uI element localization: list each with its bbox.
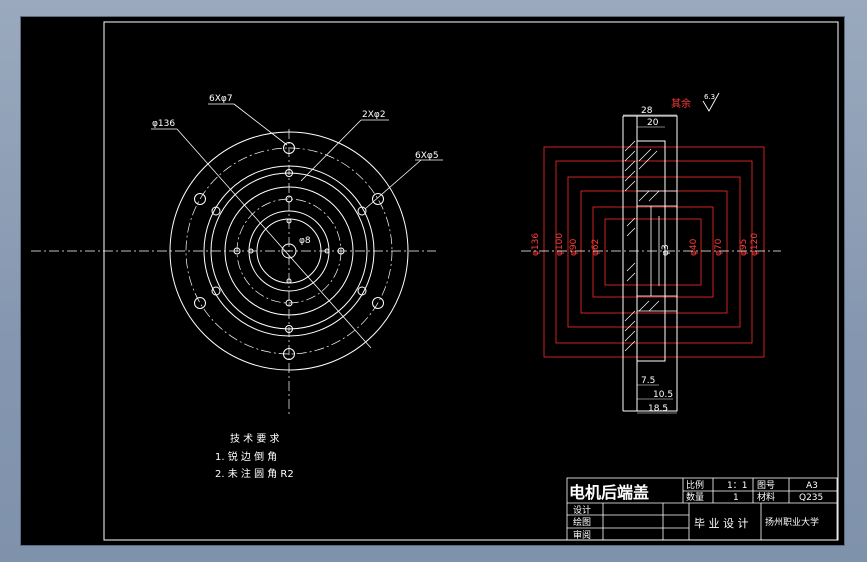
roughness-value: 6.3: [704, 93, 715, 101]
roughness-label: 其余: [671, 97, 691, 110]
bolt-circle: [185, 147, 393, 355]
dim-phi3: φ3: [661, 244, 671, 256]
svg-text:φ40: φ40: [689, 238, 699, 256]
outer-flange-circle: [169, 131, 409, 371]
front-view: 6Xφ7 2Xφ2 6Xφ5 φ136 φ8: [31, 94, 443, 416]
title-block: [566, 477, 838, 541]
drawing-no-value: A3: [806, 481, 818, 491]
designer-label: 设计: [573, 504, 591, 516]
part-name: 电机后端盖: [569, 483, 649, 502]
drawing-no-label: 图号: [757, 480, 775, 491]
svg-text:φ100: φ100: [555, 233, 565, 256]
notes-title: 技 术 要 求: [230, 432, 280, 445]
cad-viewport[interactable]: 6Xφ7 2Xφ2 6Xφ5 φ136 φ8 φ136 φ120 φ100 φ9…: [20, 16, 845, 546]
callout-6x7: 6Xφ7: [209, 94, 233, 104]
section-view: φ136 φ120 φ100 φ95 φ90 φ70 φ62 φ40: [521, 92, 781, 414]
dim-18-5: 18.5: [648, 404, 668, 414]
material-value: Q235: [799, 493, 823, 503]
scale-value: 1：1: [727, 481, 747, 491]
center-bore: [281, 243, 297, 259]
dim-7-5: 7.5: [641, 376, 655, 386]
quantity-value: 1: [733, 493, 739, 503]
drawing-border: [103, 21, 839, 541]
dim-28: 28: [641, 106, 653, 116]
drawing-canvas: 6Xφ7 2Xφ2 6Xφ5 φ136 φ8 φ136 φ120 φ100 φ9…: [31, 21, 839, 541]
svg-text:φ120: φ120: [750, 233, 760, 256]
svg-text:φ90: φ90: [569, 238, 579, 256]
notes-line2: 2. 未 注 圆 角 R2: [215, 467, 294, 480]
scale-label: 比例: [686, 479, 704, 491]
svg-text:φ62: φ62: [591, 239, 601, 256]
roughness-symbol: [702, 92, 720, 112]
notes-line1: 1. 锐 边 倒 角: [215, 450, 277, 463]
svg-text:φ95: φ95: [739, 239, 749, 256]
quantity-label: 数量: [686, 491, 704, 503]
project-name: 毕 业 设 计: [694, 517, 749, 530]
drafter-label: 绘图: [573, 516, 591, 528]
svg-text:φ70: φ70: [714, 238, 724, 256]
reviewer-label: 审阅: [573, 529, 591, 541]
callout-6x5: 6Xφ5: [415, 151, 439, 161]
dim-10-5: 10.5: [653, 390, 673, 400]
callout-2x2: 2Xφ2: [362, 110, 386, 120]
school-name: 扬州职业大学: [765, 516, 819, 528]
material-label: 材料: [757, 491, 775, 503]
dim-20: 20: [647, 118, 659, 128]
callout-center-dia: φ8: [299, 236, 311, 246]
technical-notes: 技 术 要 求 1. 锐 边 倒 角 2. 未 注 圆 角 R2: [215, 432, 294, 480]
svg-text:φ136: φ136: [531, 233, 541, 256]
callout-outer-dia: φ136: [152, 119, 175, 129]
